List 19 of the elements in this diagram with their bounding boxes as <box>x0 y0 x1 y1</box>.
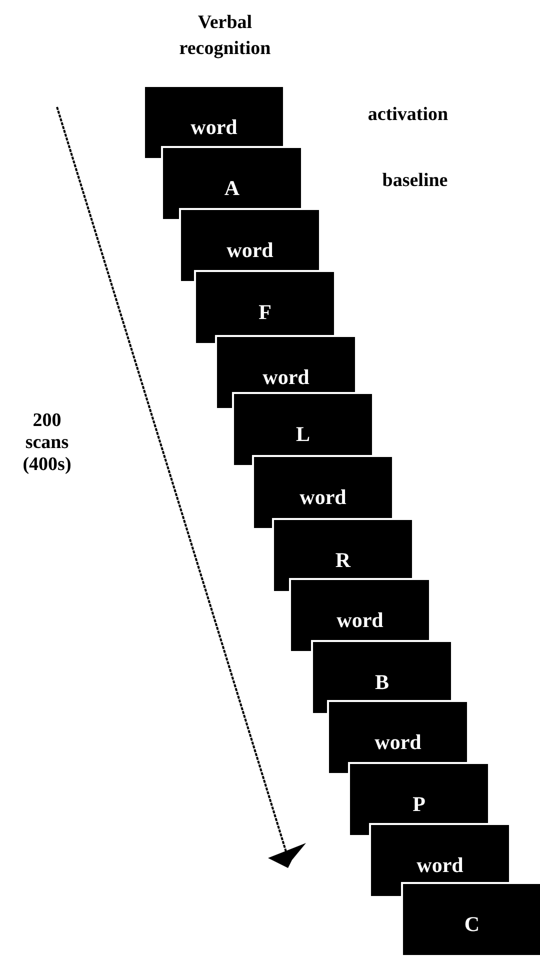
stimulus-text: L <box>294 422 311 446</box>
stimulus-text: word <box>416 853 464 877</box>
stimulus-text: word <box>262 365 310 389</box>
condition-label: baseline <box>381 170 449 192</box>
stimulus-screen <box>401 882 540 957</box>
stimulus-text: B <box>374 670 390 694</box>
stimulus-text: C <box>463 912 481 936</box>
diagram-title: Verbal recognition <box>178 11 272 61</box>
stimulus-text: word <box>190 115 238 139</box>
stimulus-text: word <box>226 238 274 262</box>
condition-label: activation <box>366 104 450 126</box>
stimulus-text: R <box>334 548 352 572</box>
duration-label: 200 scans (400s) <box>22 410 72 476</box>
stimulus-text: F <box>258 300 272 324</box>
stimulus-text: word <box>374 730 422 754</box>
stimulus-text: word <box>298 485 348 509</box>
stimulus-text: P <box>412 792 426 816</box>
stimulus-text: word <box>336 608 384 632</box>
stimulus-text: A <box>223 176 241 200</box>
